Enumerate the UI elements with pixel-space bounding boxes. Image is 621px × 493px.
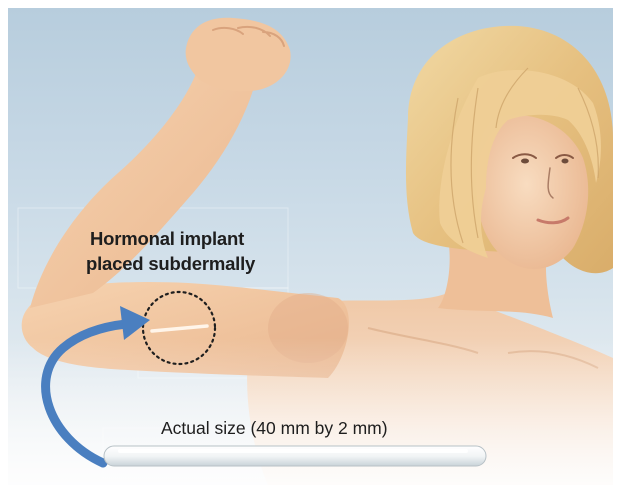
actual-size-implant: [104, 446, 486, 466]
actual-size-caption: Actual size (40 mm by 2 mm): [161, 418, 388, 439]
illustration-frame: Hormonal implant placed subdermally Actu…: [8, 8, 613, 485]
callout-title-line-1: Hormonal implant: [90, 228, 244, 250]
callout-title-line-2: placed subdermally: [86, 253, 255, 275]
